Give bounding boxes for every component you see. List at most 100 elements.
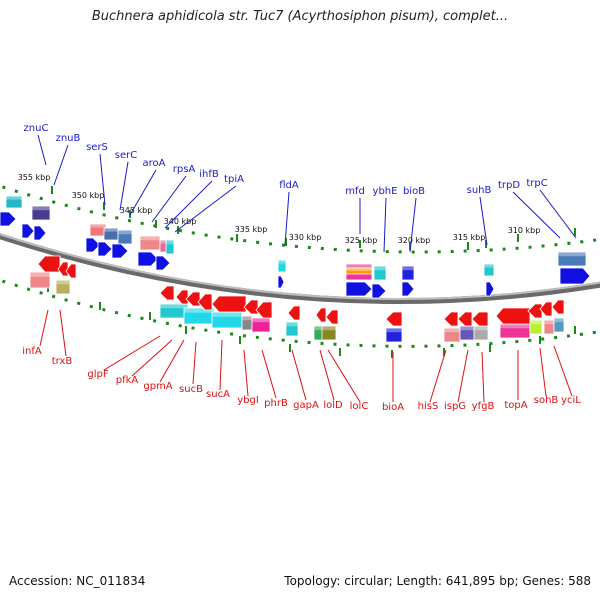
- gene-label-ybgI: ybgI: [237, 395, 259, 406]
- gene-label-sucA: sucA: [206, 389, 230, 400]
- label-leader: [59, 309, 67, 357]
- label-leader: [53, 144, 69, 186]
- reverse-gene-arrow: [527, 303, 543, 319]
- reverse-gene-arrow: [471, 311, 489, 327]
- feature-block-shade: [530, 320, 542, 325]
- forward-gene-arrow: [0, 211, 17, 227]
- feature-block-shade: [500, 324, 530, 329]
- feature-block-shade: [322, 326, 336, 331]
- gene-label-ispG: ispG: [444, 401, 466, 412]
- gene-label-gpmA: gpmA: [143, 381, 172, 392]
- gene-label-glpF: glpF: [87, 369, 108, 380]
- feature-block-shade: [474, 326, 488, 331]
- gene-label-rpsA: rpsA: [173, 164, 196, 175]
- feature-block: [277, 259, 287, 273]
- forward-gene-arrow: [97, 241, 113, 257]
- gene-label-yciL: yciL: [561, 395, 581, 406]
- genome-backbone: [0, 233, 600, 304]
- gene-label-fldA: fldA: [279, 180, 299, 191]
- feature-block-shade: [6, 196, 22, 200]
- feature-block-shade: [460, 326, 474, 331]
- gene-label-aroA: aroA: [143, 158, 166, 169]
- label-leader: [383, 197, 387, 253]
- feature-block-shade: [140, 236, 160, 241]
- ruler-bottom: [0, 278, 600, 348]
- reverse-gene-arrow: [175, 289, 189, 305]
- feature-block: [345, 267, 373, 275]
- gene-label-trpC: trpC: [526, 178, 547, 189]
- forward-gene-arrow: [371, 283, 387, 299]
- gene-label-pfkA: pfkA: [116, 375, 139, 386]
- tick-label: 310 kbp: [508, 226, 541, 235]
- feature-block-shade: [90, 224, 106, 228]
- forward-gene-arrow: [559, 267, 591, 285]
- gene-label-hisS: hisS: [418, 401, 439, 412]
- feature-block-shade: [160, 304, 188, 309]
- feature-block: [5, 195, 23, 209]
- label-leader: [39, 309, 49, 347]
- feature-block-shade: [212, 312, 242, 317]
- gene-label-znuC: znuC: [24, 123, 49, 134]
- tick-label: 330 kbp: [289, 233, 322, 242]
- feature-block-shade: [346, 264, 372, 269]
- label-leader: [164, 180, 213, 229]
- label-leader: [192, 341, 197, 385]
- label-leader: [129, 169, 157, 216]
- label-leader: [119, 161, 129, 211]
- forward-gene-arrow: [111, 243, 129, 259]
- feature-block-shade: [402, 266, 414, 271]
- feature-block: [401, 265, 415, 281]
- accession-text: Accession: NC_011834: [9, 574, 146, 588]
- reverse-gene-arrow: [385, 311, 403, 327]
- feature-block-shade: [558, 252, 586, 257]
- gene-label-bioA: bioA: [382, 402, 404, 413]
- feature-block-shade: [374, 266, 386, 271]
- tick-label: 340 kbp: [164, 217, 197, 226]
- feature-block-shade: [252, 318, 270, 323]
- gene-label-sohB: sohB: [534, 395, 559, 406]
- forward-gene-arrow: [21, 223, 35, 239]
- gene-label-znuB: znuB: [56, 133, 81, 144]
- feature-block-shade: [286, 322, 298, 327]
- reverse-gene-arrow: [65, 263, 77, 279]
- feature-block-shade: [554, 318, 564, 323]
- label-leader: [512, 191, 561, 239]
- reverse-gene-arrow: [197, 293, 213, 311]
- reverse-gene-arrow: [37, 255, 61, 273]
- feature-block: [557, 251, 587, 267]
- feature-block-shade: [56, 280, 70, 285]
- label-leader: [553, 345, 573, 397]
- gene-label-serS: serS: [86, 142, 108, 153]
- topology-text: Topology: circular; Length: 641,895 bp; …: [284, 574, 591, 588]
- tick-label: 320 kbp: [398, 236, 431, 245]
- forward-gene-arrow: [137, 251, 159, 267]
- gene-label-ihfB: ihfB: [199, 169, 219, 180]
- gene-label-gapA: gapA: [293, 400, 319, 411]
- gene-label-trpD: trpD: [498, 180, 520, 191]
- label-leader: [99, 153, 106, 206]
- feature-block-shade: [314, 326, 324, 331]
- genome-backbone-highlight: [0, 233, 600, 300]
- map-title: Buchnera aphidicola str. Tuc7 (Acyrthosi…: [91, 9, 509, 24]
- ruler-top: [0, 184, 600, 254]
- gene-label-bioB: bioB: [403, 186, 425, 197]
- gene-label-sucB: sucB: [179, 384, 203, 395]
- gene-label-phrB: phrB: [264, 398, 288, 409]
- reverse-gene-arrow: [325, 309, 339, 325]
- tick-label: 315 kbp: [453, 233, 486, 242]
- gene-label-tpiA: tpiA: [224, 174, 244, 185]
- reverse-gene-arrow: [551, 299, 565, 315]
- label-leader: [37, 134, 47, 166]
- feature-block-shade: [184, 308, 214, 313]
- forward-gene-arrow: [155, 255, 171, 271]
- forward-gene-arrow: [33, 225, 47, 241]
- reverse-gene-arrow: [443, 311, 459, 327]
- feature-block: [553, 317, 565, 333]
- label-leader: [131, 339, 173, 377]
- label-leader: [174, 185, 237, 233]
- forward-gene-arrow: [401, 281, 415, 297]
- feature-block: [251, 317, 271, 333]
- feature-block: [165, 239, 175, 255]
